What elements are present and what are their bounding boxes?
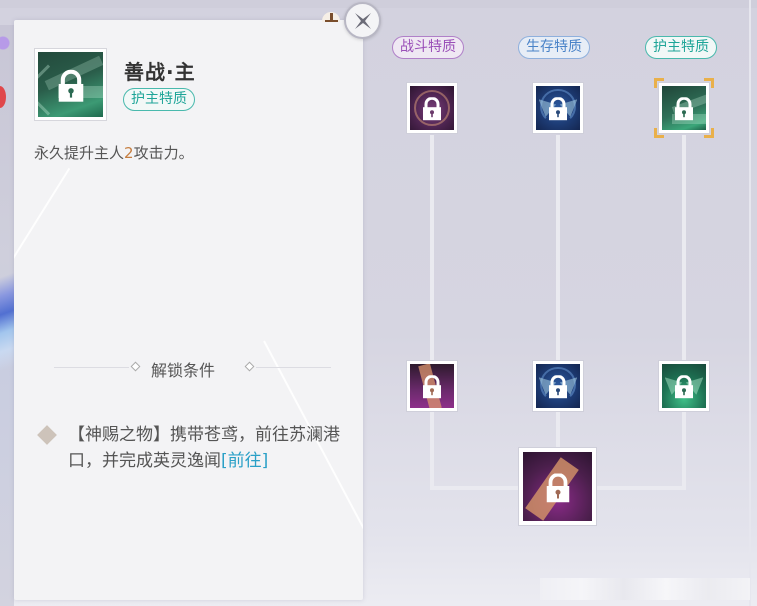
trait-node-guard-2[interactable] (658, 360, 710, 412)
unlock-conditions-header: 解锁条件 (54, 357, 331, 380)
lock-icon (549, 375, 567, 399)
right-edge-divider (749, 0, 751, 606)
trait-title: 善战·主 (124, 60, 196, 84)
trait-icon (34, 48, 107, 121)
pin-icon (322, 12, 340, 22)
lock-icon (58, 69, 83, 102)
goto-link[interactable]: [前往] (221, 451, 269, 471)
trait-description: 永久提升主人2攻击力。 (34, 144, 194, 162)
lock-icon (423, 375, 441, 399)
top-strip (0, 0, 757, 8)
notification-dot (0, 86, 6, 108)
diamond-bullet-icon (37, 425, 57, 445)
close-icon (354, 12, 371, 29)
column-tag-fight: 战斗特质 (392, 36, 464, 59)
background-decoration (0, 32, 14, 54)
trait-node-final[interactable] (518, 447, 597, 526)
column-tag-survive: 生存特质 (518, 36, 590, 59)
lock-icon (423, 97, 441, 121)
column-tag-guard: 护主特质 (645, 36, 717, 59)
lock-icon (675, 375, 693, 399)
bottom-decoration (540, 578, 750, 600)
background-character-art (0, 265, 14, 385)
bonus-value: 2 (124, 144, 134, 162)
close-button[interactable] (344, 2, 381, 39)
trait-node-fight-1[interactable] (406, 82, 458, 134)
trait-node-survive-2[interactable] (532, 360, 584, 412)
trait-node-fight-2[interactable] (406, 360, 458, 412)
trait-category-tag: 护主特质 (123, 88, 195, 111)
lock-icon (549, 97, 567, 121)
lock-icon (675, 97, 693, 121)
lock-icon (546, 473, 569, 502)
trait-detail-panel: 善战·主 护主特质 永久提升主人2攻击力。 解锁条件 【神赐之物】携带苍鸢，前往… (14, 20, 363, 600)
diamond-ornament-icon (244, 361, 255, 372)
condition-text: 【神赐之物】携带苍鸢，前往苏澜港口，并完成英灵逸闻 (68, 425, 340, 471)
trait-node-survive-1[interactable] (532, 82, 584, 134)
trait-node-guard-1-selected[interactable] (658, 82, 710, 134)
decorative-streak (14, 167, 71, 322)
diamond-ornament-icon (130, 361, 141, 372)
